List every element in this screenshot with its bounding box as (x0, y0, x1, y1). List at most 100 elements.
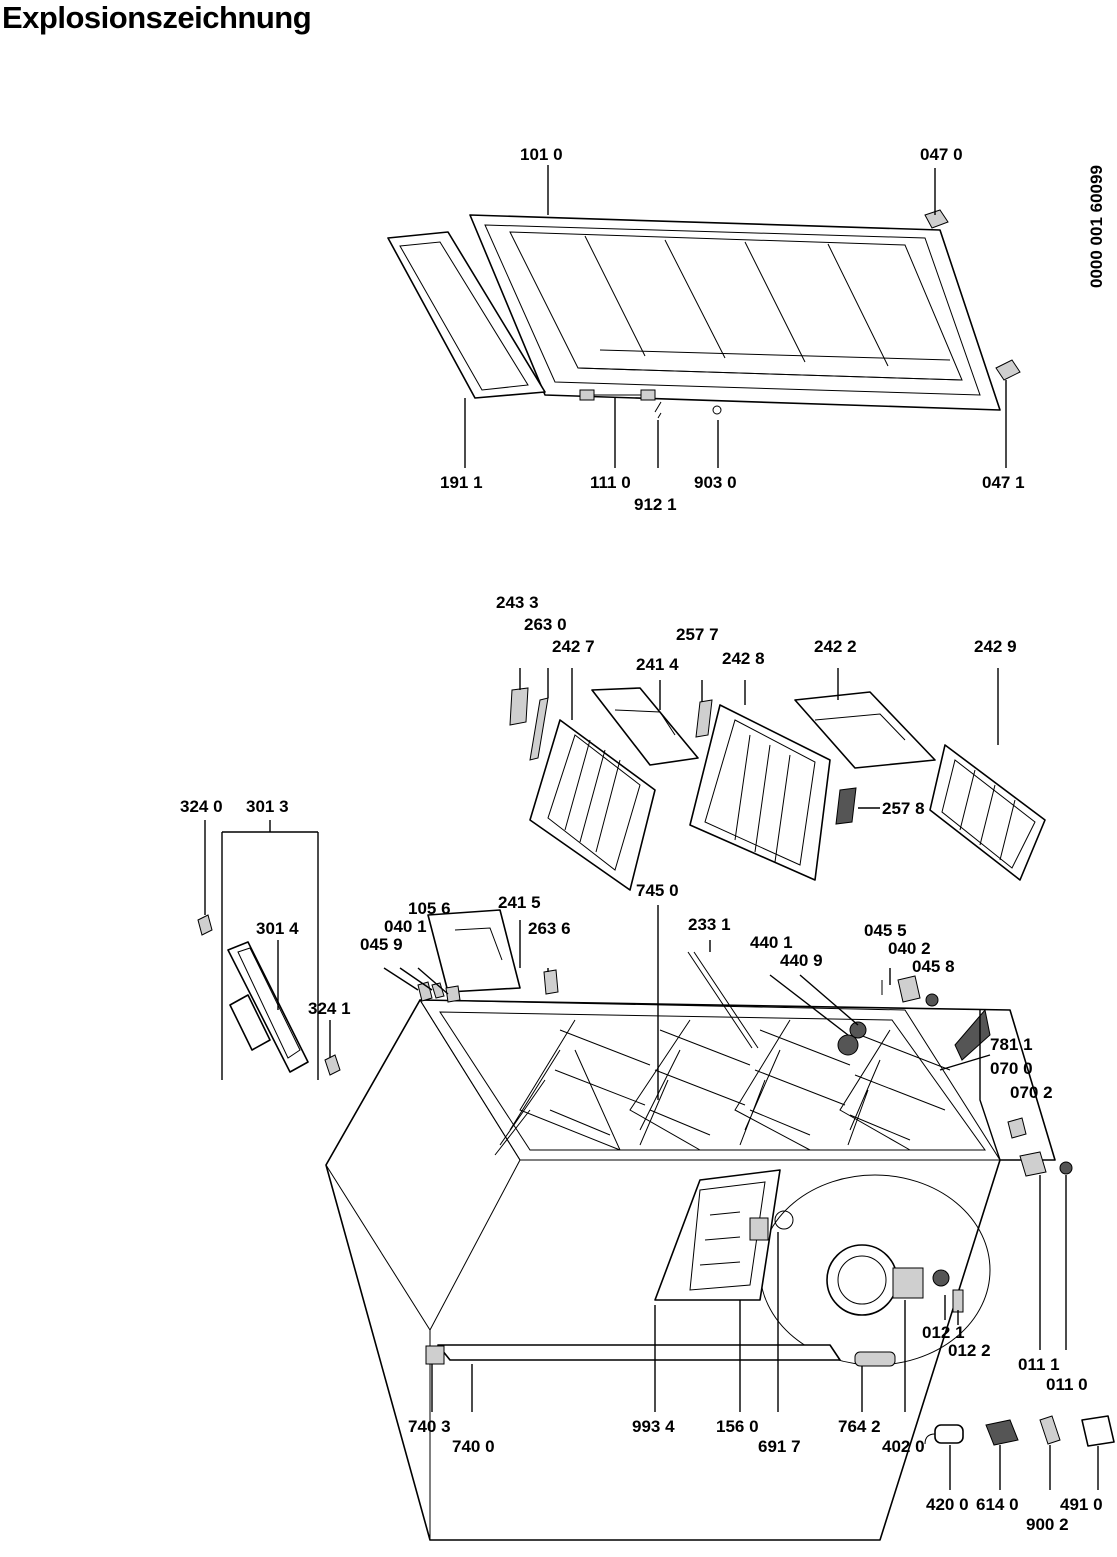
callout-993-4: 993 4 (632, 1417, 675, 1436)
callout-301-3: 301 3 (246, 797, 289, 816)
callout-105-6: 105 6 (408, 899, 451, 918)
part-491-0 (1081, 1415, 1115, 1447)
part-440-9 (849, 1021, 867, 1039)
callout-242-8: 242 8 (722, 649, 765, 668)
callout-440-9: 440 9 (780, 951, 823, 970)
small-clip-324-1 (324, 1054, 341, 1076)
callout-070-0: 070 0 (990, 1059, 1033, 1078)
callout-191-1: 191 1 (440, 473, 483, 492)
small-spring-part (712, 405, 722, 415)
callout-045-9: 045 9 (360, 935, 403, 954)
clip-part-2 (695, 699, 713, 738)
drawer-bottom (929, 744, 1046, 881)
door-liner-ribs (584, 235, 889, 367)
washer-040-1 (431, 982, 445, 999)
bracket-301-4 (229, 994, 271, 1051)
callout-257-8: 257 8 (882, 799, 925, 818)
door-assembly (387, 209, 1021, 419)
callout-781-1: 781 1 (990, 1035, 1033, 1054)
callout-070-2: 070 2 (1010, 1083, 1053, 1102)
part-900-2 (1039, 1415, 1061, 1445)
callout-111-0: 111 0 (590, 473, 631, 492)
cover-plate-top (591, 687, 699, 766)
part-045-8 (925, 993, 939, 1007)
door-gasket-inner (399, 241, 529, 391)
callout-040-2: 040 2 (888, 939, 931, 958)
callout-691-7: 691 7 (758, 1437, 801, 1456)
clip-part (509, 687, 529, 726)
door-shelf-lines (577, 349, 963, 381)
callout-045-8: 045 8 (912, 957, 955, 976)
foot-part (932, 1269, 950, 1287)
callout-491-0: 491 0 (1060, 1495, 1103, 1514)
hinge-bracket (1019, 1151, 1047, 1177)
part-263-6 (543, 969, 559, 995)
part-105-6 (445, 985, 461, 1003)
callout-156-0: 156 0 (716, 1417, 759, 1436)
callout-903-0: 903 0 (694, 473, 737, 492)
callout-012-1: 012 1 (922, 1323, 965, 1342)
drawer-group (509, 687, 1046, 891)
callout-242-7: 242 7 (552, 637, 595, 656)
loose-parts (924, 1415, 1115, 1490)
screw-part (654, 401, 662, 419)
callout-912-1: 912 1 (634, 495, 677, 514)
rail-301-3 (227, 941, 309, 1073)
drawer-middle (689, 704, 831, 881)
callout-047-1: 047 1 (982, 473, 1025, 492)
panel-241-5 (427, 909, 521, 993)
clip-part-3 (835, 787, 857, 825)
door-handle-part-left (579, 389, 595, 401)
side-rail (437, 1344, 841, 1361)
upper-cabinet-parts (417, 909, 939, 1056)
hinge-cover-top (924, 209, 949, 229)
top-parts (197, 820, 341, 1080)
cabinet-body (325, 999, 1073, 1541)
part-420-0 (934, 1424, 964, 1444)
rod-233-1 (687, 951, 753, 1049)
callout-040-1: 040 1 (384, 917, 427, 936)
callout-420-0: 420 0 (926, 1495, 969, 1514)
callout-242-9: 242 9 (974, 637, 1017, 656)
callout-045-5: 045 5 (864, 921, 907, 940)
callout-301-4: 301 4 (256, 919, 299, 938)
callout-614-0: 614 0 (976, 1495, 1019, 1514)
callout-011-1: 011 1 (1018, 1355, 1060, 1374)
drawer-leader-lines (519, 668, 999, 809)
foot-bracket (952, 1289, 964, 1313)
document-number: 0000 001 60099 (1087, 165, 1106, 288)
callout-011-0: 011 0 (1046, 1375, 1088, 1394)
callout-241-5: 241 5 (498, 893, 541, 912)
callout-012-2: 012 2 (948, 1341, 991, 1360)
callout-047-0: 047 0 (920, 145, 963, 164)
door-leader-lines (464, 165, 1007, 468)
callout-740-0: 740 0 (452, 1437, 495, 1456)
drain-part (854, 1351, 896, 1367)
rail-part (529, 697, 549, 761)
callout-233-1: 233 1 (688, 915, 731, 934)
part-440-1 (837, 1034, 859, 1056)
drawer-top (529, 719, 656, 891)
callout-257-7: 257 7 (676, 625, 719, 644)
door-inner-frame (484, 224, 981, 396)
callout-263-6: 263 6 (528, 919, 571, 938)
hinge-pin (1059, 1161, 1073, 1175)
thermostat-housing (654, 1169, 781, 1301)
callout-labels: 101 0 047 0 191 1 111 0 912 1 903 0 047 … (180, 145, 1103, 1534)
cover-plate-middle (794, 691, 936, 769)
part-614-0 (985, 1419, 1019, 1446)
evaporator-shelves (494, 1019, 951, 1156)
cabinet-leader-lines (383, 905, 1067, 1412)
control-knob (749, 1217, 769, 1241)
hinge-cover-bottom (995, 359, 1021, 381)
callout-324-0: 324 0 (180, 797, 223, 816)
callout-402-0: 402 0 (882, 1437, 925, 1456)
part-040-2 (897, 975, 921, 1003)
callout-745-0: 745 0 (636, 881, 679, 900)
door-panel (469, 214, 1001, 411)
callout-324-1: 324 1 (308, 999, 351, 1018)
callout-242-2: 242 2 (814, 637, 857, 656)
bracket-781-1 (954, 1008, 991, 1061)
callout-263-0: 263 0 (524, 615, 567, 634)
